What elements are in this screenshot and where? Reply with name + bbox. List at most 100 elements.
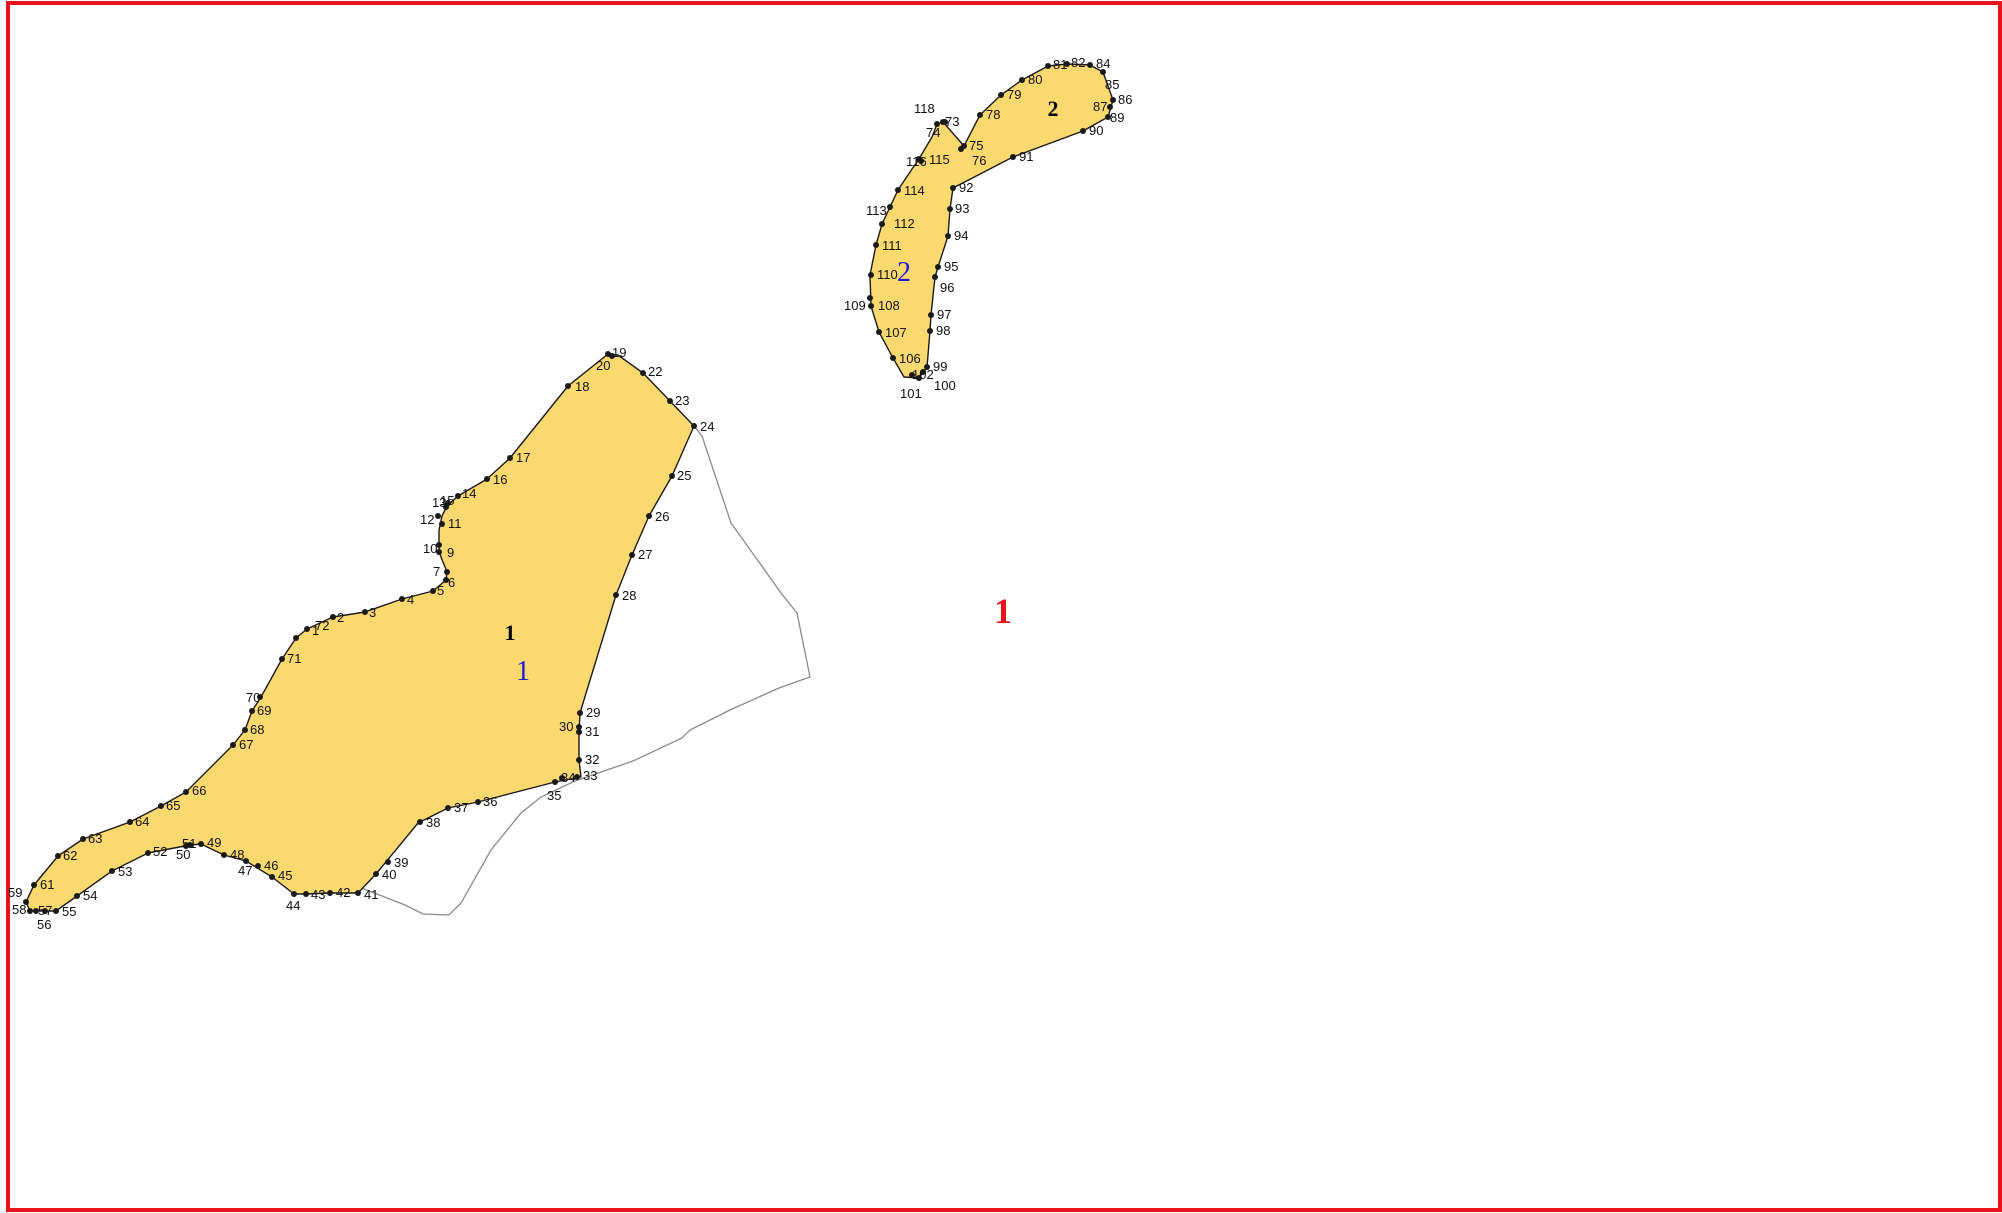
vertex-label-67: 67 — [239, 737, 253, 752]
vertex-label-48: 48 — [230, 847, 244, 862]
vertex-36 — [475, 799, 481, 805]
vertex-label-99: 99 — [933, 359, 947, 374]
vertex-43 — [303, 891, 309, 897]
vertex-84 — [1087, 62, 1093, 68]
vertex-label-73: 73 — [945, 114, 959, 129]
vertex-label-23: 23 — [675, 393, 689, 408]
vertex-80 — [1019, 77, 1025, 83]
vertex-16 — [484, 476, 490, 482]
vertex-label-45: 45 — [278, 868, 292, 883]
vertex-52 — [145, 850, 151, 856]
vertex-25 — [669, 473, 675, 479]
vertex-label-68: 68 — [250, 722, 264, 737]
vertex-label-84: 84 — [1096, 56, 1110, 71]
vertex-label-87: 87 — [1093, 99, 1107, 114]
vertex-label-116: 116 — [906, 154, 927, 169]
vertex-label-110: 110 — [877, 267, 898, 282]
vertex-91 — [1010, 154, 1016, 160]
vertex-label-2: 2 — [337, 610, 344, 625]
vertex-97 — [928, 312, 934, 318]
vertex-22 — [640, 370, 646, 376]
vertex-label-19: 19 — [612, 345, 626, 360]
polygon-id-1: 1 — [505, 620, 516, 645]
vertex-100 — [920, 369, 926, 375]
vertex-label-9: 9 — [447, 545, 454, 560]
vertex-12 — [435, 513, 441, 519]
vertex-70 — [257, 694, 263, 700]
vertex-label-37: 37 — [454, 800, 468, 815]
vertex-86 — [1110, 97, 1116, 103]
vertex-98 — [927, 328, 933, 334]
vertex-label-81: 81 — [1053, 57, 1067, 72]
vertex-label-59: 59 — [8, 885, 22, 900]
vertex-106 — [890, 355, 896, 361]
vertex-114 — [895, 187, 901, 193]
vertex-64 — [127, 819, 133, 825]
vertex-28 — [613, 592, 619, 598]
vertex-15 — [445, 500, 451, 506]
vertex-35 — [552, 779, 558, 785]
vertex-14 — [455, 493, 461, 499]
vertex-label-55: 55 — [62, 904, 76, 919]
vertex-111 — [873, 242, 879, 248]
vertex-26 — [646, 513, 652, 519]
vertex-label-86: 86 — [1118, 92, 1132, 107]
vertex-label-114: 114 — [904, 183, 925, 198]
vertex-92 — [950, 185, 956, 191]
vertex-label-107: 107 — [885, 325, 907, 340]
vertex-label-46: 46 — [264, 858, 278, 873]
vertex-label-74: 74 — [926, 125, 940, 140]
vertex-label-24: 24 — [700, 419, 714, 434]
vertex-label-31: 31 — [585, 724, 599, 739]
vertex-label-115: 115 — [929, 152, 950, 167]
vertex-label-111: 111 — [882, 238, 902, 253]
vertex-27 — [629, 552, 635, 558]
vertex-2 — [330, 614, 336, 620]
vertex-30 — [576, 724, 582, 730]
vertex-label-54: 54 — [83, 888, 97, 903]
vertex-label-33: 33 — [583, 768, 597, 783]
vertex-47 — [243, 858, 249, 864]
vertex-label-109: 109 — [844, 298, 866, 313]
vertex-label-52: 52 — [153, 844, 167, 859]
polygon-1 — [25, 353, 695, 912]
vertex-79 — [998, 92, 1004, 98]
vertex-59 — [23, 899, 29, 905]
vertex-label-20: 20 — [596, 358, 610, 373]
vertex-label-56: 56 — [37, 917, 51, 932]
map-frame — [6, 1, 2002, 1212]
vertex-20 — [609, 353, 615, 359]
vertex-label-12: 12 — [420, 512, 434, 527]
vertex-label-30: 30 — [559, 719, 573, 734]
vertex-116 — [918, 158, 924, 164]
vertex-label-97: 97 — [937, 307, 951, 322]
vertex-31 — [576, 729, 582, 735]
vertex-label-49: 49 — [207, 835, 221, 850]
vertex-93 — [947, 206, 953, 212]
vertex-label-28: 28 — [622, 588, 636, 603]
vertex-label-35: 35 — [547, 788, 561, 803]
vertex-label-113: 113 — [866, 203, 887, 218]
vertex-90 — [1080, 128, 1086, 134]
vertex-5 — [430, 588, 436, 594]
vertex-58 — [27, 908, 33, 914]
vertex-label-39: 39 — [394, 855, 408, 870]
vertex-67 — [230, 742, 236, 748]
vertex-29 — [577, 710, 583, 716]
vertex-label-6: 6 — [448, 575, 455, 590]
vertex-label-34: 34 — [561, 770, 575, 785]
vertex-label-91: 91 — [1019, 149, 1033, 164]
vertex-label-94: 94 — [954, 228, 968, 243]
vertex-57 — [33, 908, 39, 914]
vertex-label-70: 70 — [246, 690, 260, 705]
vertex-label-58: 58 — [12, 902, 26, 917]
vertex-68 — [242, 727, 248, 733]
vertex-label-29: 29 — [586, 705, 600, 720]
vertex-label-38: 38 — [426, 815, 440, 830]
vertex-label-106: 106 — [899, 351, 921, 366]
vertex-label-75: 75 — [969, 138, 983, 153]
vertex-76 — [958, 146, 964, 152]
vertex-label-89: 89 — [1110, 110, 1124, 125]
vertex-63 — [80, 836, 86, 842]
